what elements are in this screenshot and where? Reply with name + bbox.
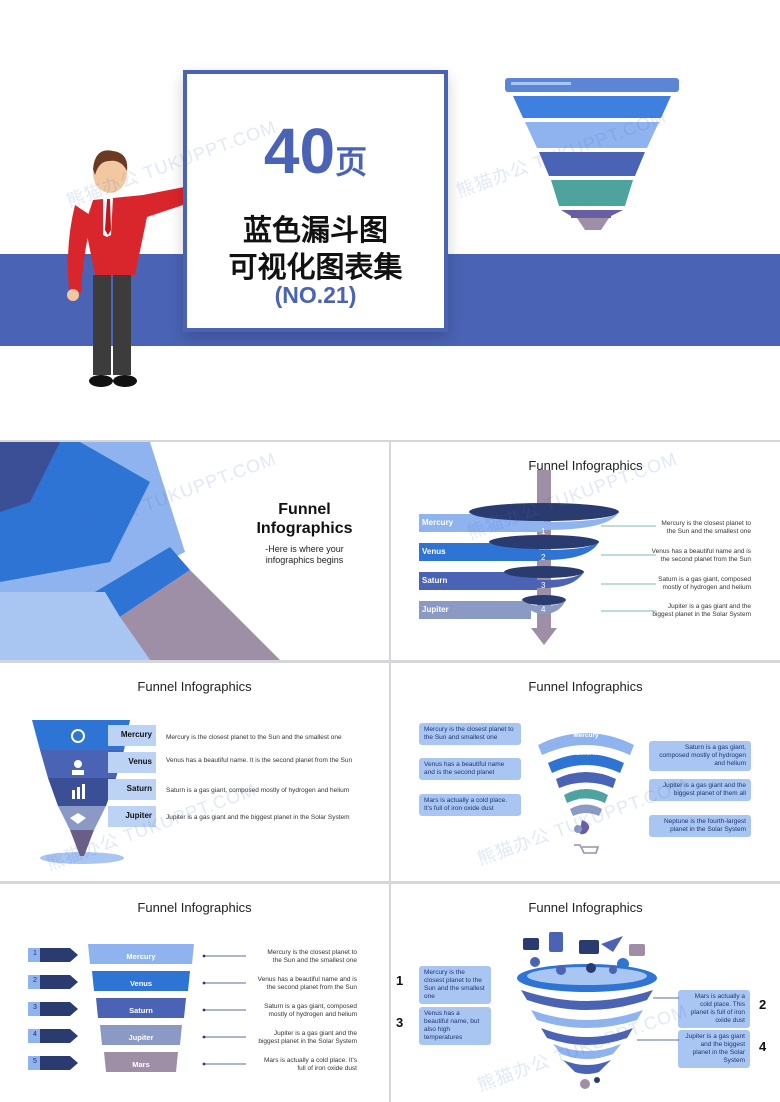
step-number: 3 [396,1015,404,1030]
funnel-label: Venus [422,547,446,556]
slide-title: Funnel Infographics [528,900,643,915]
funnel-label: Saturn [422,576,448,585]
arc-label: Jupiter [575,783,597,790]
funnel-tab: Saturn [108,779,156,800]
funnel-slide-6[interactable]: Funnel Infographics 1 2 3 4 5 Mercury Ve… [0,884,389,1102]
cone-funnel-graphic [32,720,130,864]
cover-code: (NO.21) [274,282,357,308]
title-card: 40页 蓝色漏斗图 可视化图表集 (NO.21) [183,70,448,332]
marketing-funnel-graphic [517,932,679,1089]
step-number: 2 [759,997,767,1012]
arc-label: Venus [576,767,596,774]
intro-subtitle-line2: infographics begins [265,555,344,565]
funnel-rings-graphic [419,470,619,645]
intro-subtitle-line1: -Here is where your [265,544,344,554]
cover-slide[interactable]: 40页 蓝色漏斗图 可视化图表集 (NO.21) 熊猫办公 TUKUPPT.CO… [0,0,780,440]
arc-label: Mars [578,798,594,805]
funnel-tab: Venus [108,752,156,773]
intro-title: Funnel Infographics [242,500,367,538]
intro-slide[interactable]: Funnel Infographics -Here is where your … [0,442,389,660]
info-box-right: Mars is actually a cold place. This plan… [678,990,750,1028]
info-box-right: Neptune is the fourth-largest planet in … [649,815,751,837]
arc-label: Mercury [573,732,599,739]
funnel-tab: Mercury [108,725,156,746]
tier-label: Mercury [126,952,156,961]
funnel-slide-7[interactable]: Funnel Infographics 1 3 2 4 Mercury is t… [391,884,780,1102]
funnel-label: Jupiter [422,605,449,614]
tier-label: Jupiter [128,1033,154,1042]
slide-title: Funnel Infographics [137,900,252,915]
planet-description: Mercury is the closest planet to the Sun… [166,734,342,741]
page-count-number: 40 [263,115,336,187]
funnel-slide-3[interactable]: Funnel Infographics Mercury Venus Saturn… [391,442,780,660]
step-number: 4 [759,1039,767,1054]
connector-lines [202,954,246,1066]
info-box-left: Mercury is the closest planet to the Sun… [419,723,521,745]
info-box-left: Venus has a beautiful name and is the se… [419,758,521,780]
funnel-slide-4[interactable]: Funnel Infographics gear-icon user-icon … [0,663,389,881]
slide-title: Funnel Infographics [528,458,643,473]
intro-funnel-illustration [0,442,280,660]
intro-title-line1: Funnel [278,501,331,518]
step-number: 3 [33,1004,37,1011]
slide-title: Funnel Infographics [137,679,252,694]
arc-label: Saturn [575,750,597,757]
step-number: 1 [33,950,37,957]
step-number: 4 [541,605,546,614]
info-box-left: Mercury is the closest planet to the Sun… [419,966,491,1004]
info-box-right: Jupiter is a gas giant and the biggest p… [678,1030,750,1068]
page-count: 40页 [187,114,444,188]
cover-title-line1: 蓝色漏斗图 [242,215,388,247]
arc-funnel-graphic [538,733,634,854]
page-count-unit: 页 [335,144,368,180]
tier-label: Venus [129,979,153,988]
planet-description: Jupiter is a gas giant and the biggest p… [166,814,350,821]
intro-title-line2: Infographics [256,520,353,537]
tier-label: Saturn [129,1006,153,1015]
step-number: 2 [33,977,37,984]
cover-funnel-graphic [505,78,679,230]
funnel-tab: Jupiter [108,806,156,827]
tier-label: Mars [132,1060,150,1069]
funnel-label: Mercury [422,518,454,527]
info-box-right: Jupiter is a gas giant and the biggest p… [649,779,751,801]
step-number: 1 [396,973,404,988]
funnel-slide-5[interactable]: Funnel Infographics Mercury is the close… [391,663,780,881]
cover-title-line2: 可视化图表集 [228,252,403,284]
info-box-left: Venus has a beautiful name, but also hig… [419,1007,491,1045]
stacked-funnel-graphic [28,944,194,1072]
step-number: 5 [33,1058,37,1065]
step-number: 1 [541,527,546,536]
slide-title: Funnel Infographics [528,679,643,694]
planet-description: Venus has a beautiful name. It is the se… [166,757,353,764]
step-number: 3 [541,581,546,590]
info-box-right: Saturn is a gas giant, composed mostly o… [649,741,751,771]
step-number: 2 [541,553,546,562]
connector-lines [601,525,656,612]
planet-description: Saturn is a gas giant, composed mostly o… [166,787,350,794]
step-number: 4 [33,1031,37,1038]
intro-subtitle: -Here is where your infographics begins [242,544,367,566]
info-box-left: Mars is actually a cold place. It's full… [419,794,521,816]
